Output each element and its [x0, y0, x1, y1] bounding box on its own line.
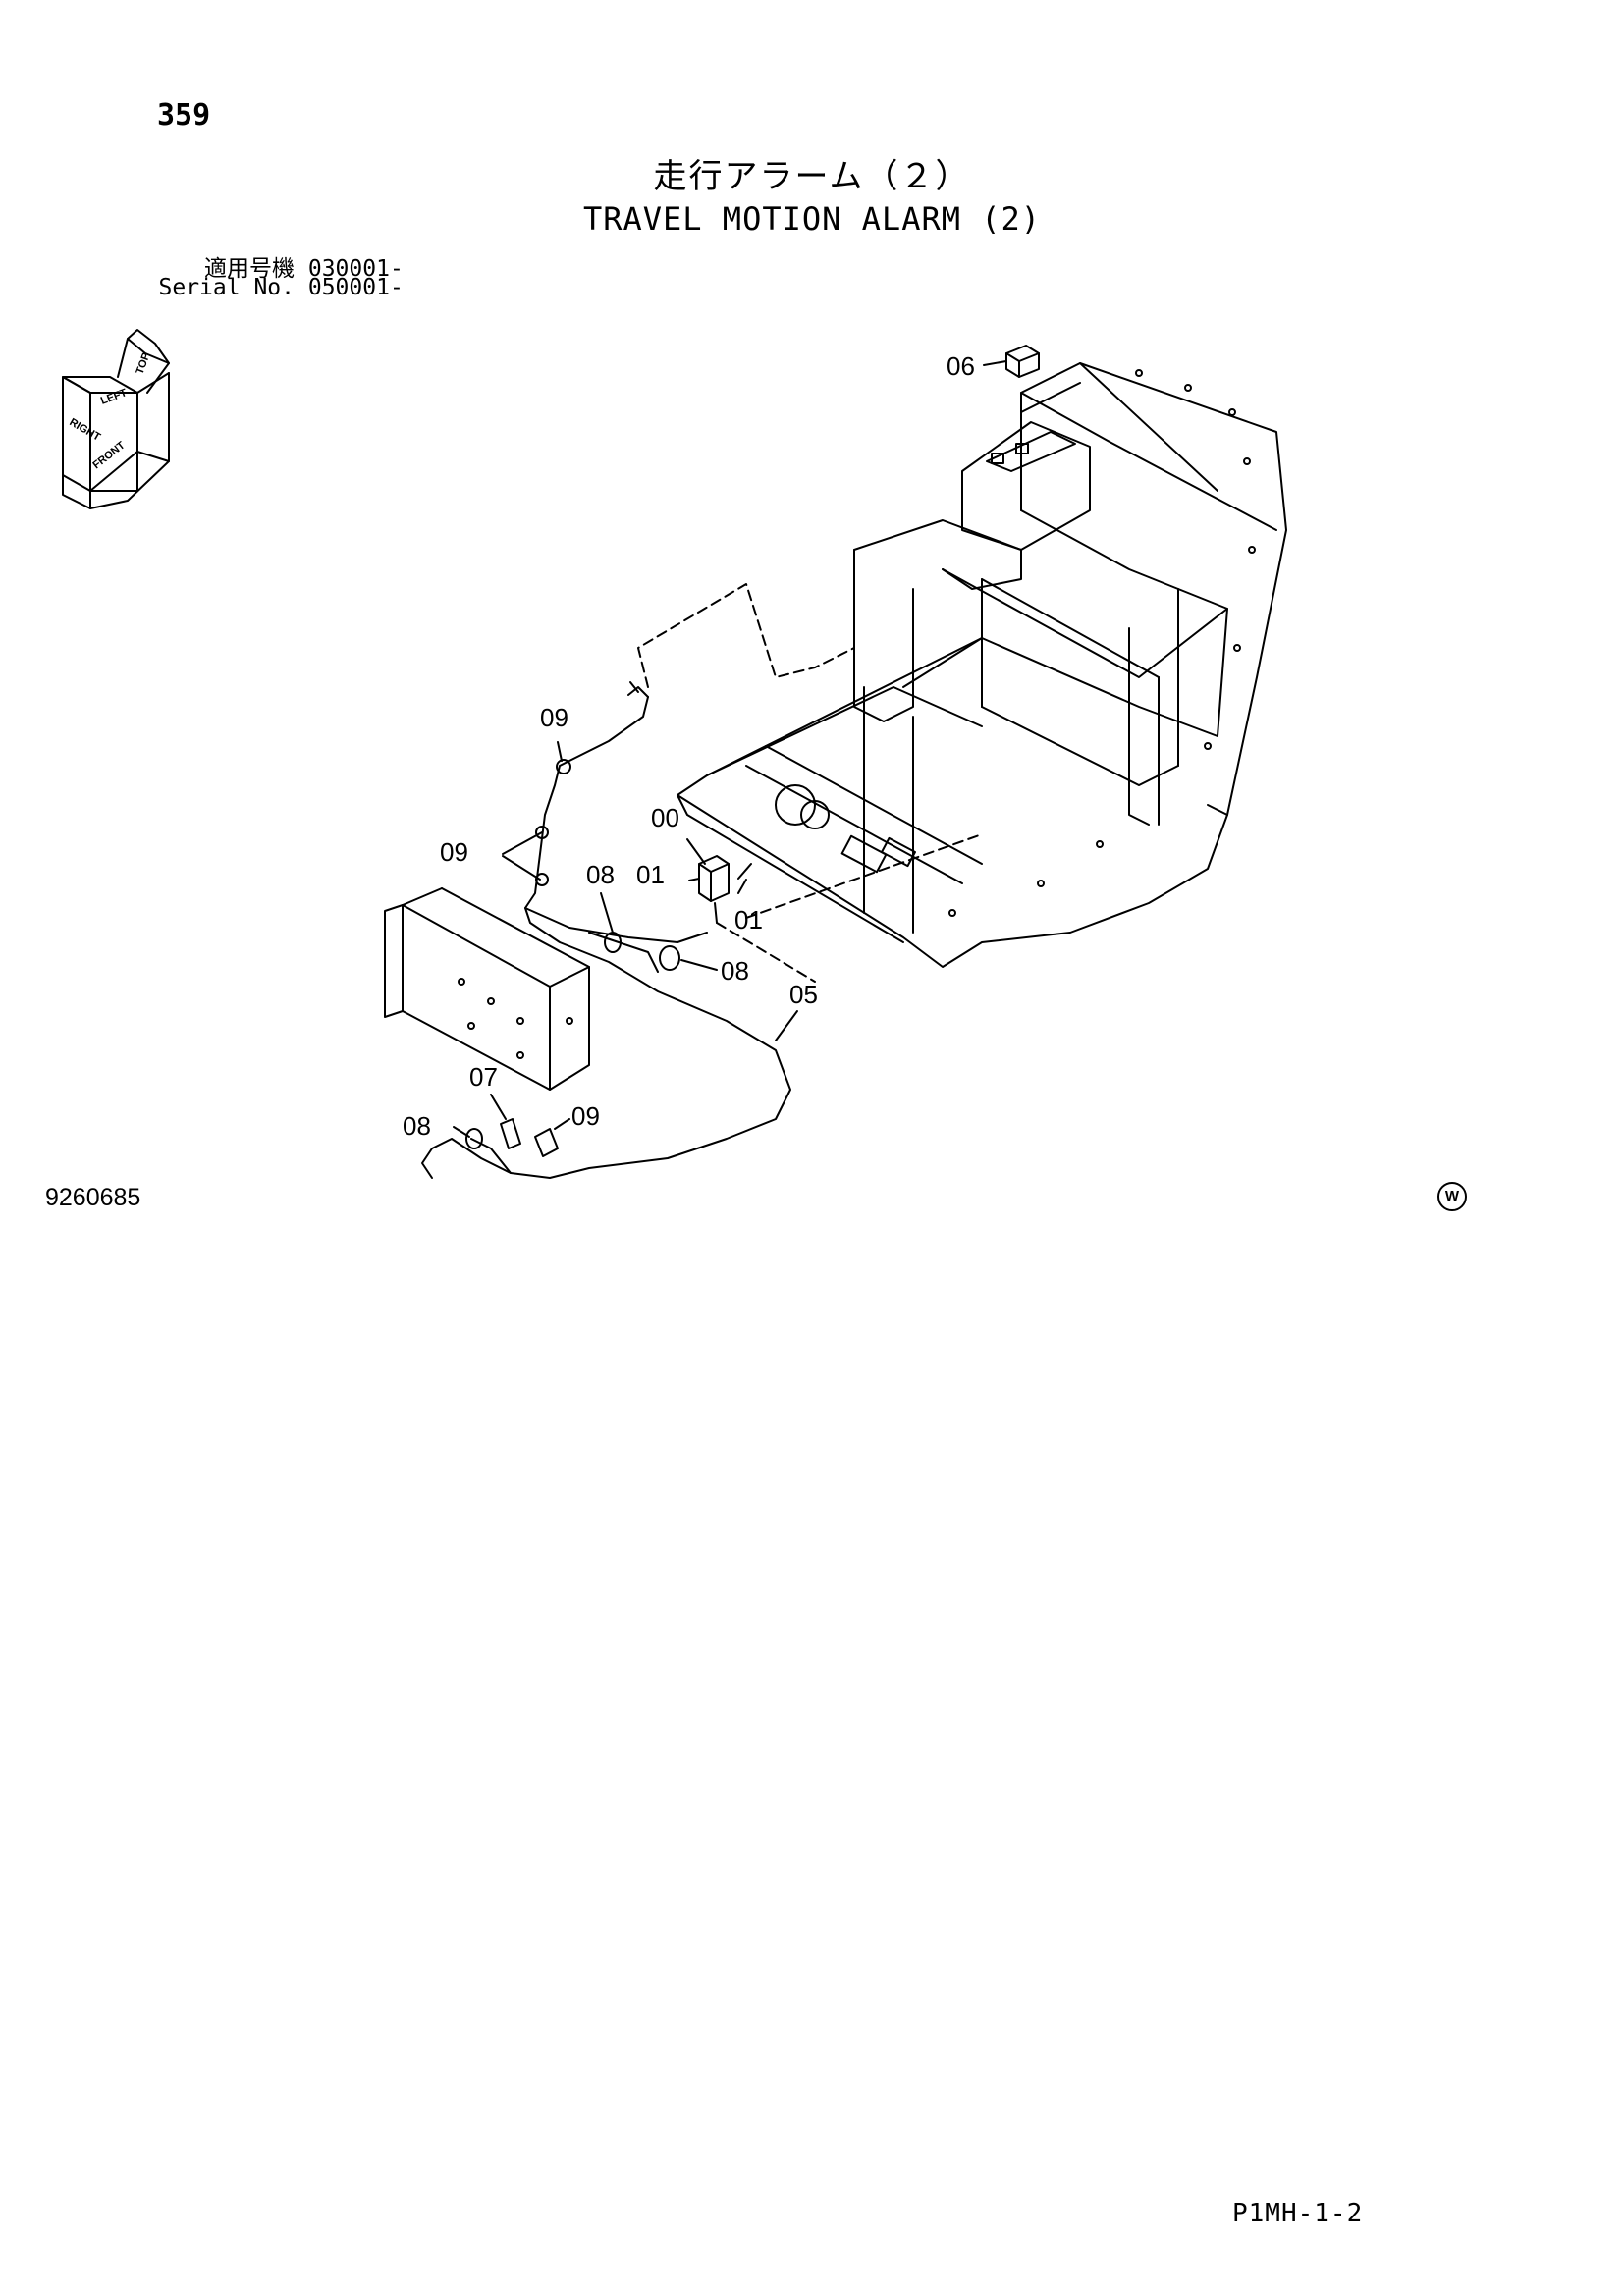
orientation-label-right: RIGHT [68, 416, 103, 444]
callout-01-right: 01 [734, 905, 763, 934]
callout-00: 00 [651, 803, 679, 832]
callout-01-left: 01 [636, 860, 665, 889]
reference-dashed-lines [637, 583, 983, 983]
cover-panel-drawing [384, 887, 590, 1091]
callout-09-upper: 09 [540, 703, 568, 732]
serial-label-jp: 適用号機 [204, 256, 295, 282]
serial-applicability-jp: 適用号機 030001- [147, 249, 404, 283]
callout-07: 07 [469, 1062, 498, 1092]
page-number: 359 [157, 98, 211, 133]
drawing-number: 9260685 [45, 1184, 141, 1211]
page-title-english: TRAVEL MOTION ALARM (2) [582, 200, 1042, 238]
orientation-label-top: TOP [135, 351, 153, 376]
serial-label-en: Serial No. [158, 275, 295, 300]
callout-08-lower: 08 [403, 1111, 431, 1141]
wiring-harness-drawing [421, 681, 791, 1179]
callout-06: 06 [947, 351, 975, 381]
orientation-label-left: LEFT [99, 387, 129, 407]
callout-08-middle: 08 [721, 956, 749, 986]
page-code: P1MH-1-2 [1232, 2199, 1364, 2228]
serial-applicability-en: Serial No. 050001- [147, 275, 404, 300]
orientation-cube-icon: LEFT TOP RIGHT FRONT [62, 329, 170, 509]
serial-value-jp: 030001- [307, 256, 404, 282]
callout-09-middle: 09 [440, 837, 468, 867]
callout-08-upper: 08 [586, 860, 615, 889]
page-title-japanese: 走行アラーム（２） [653, 157, 971, 196]
callout-05: 05 [789, 980, 818, 1009]
serial-value-en: 050001- [307, 275, 404, 300]
upper-frame-drawing [677, 362, 1287, 968]
orientation-label-front: FRONT [90, 439, 127, 471]
part-06-drawing [1005, 345, 1040, 378]
circled-w-mark: W [1437, 1182, 1467, 1211]
callout-09-lower: 09 [571, 1101, 600, 1131]
alarm-unit-drawing [698, 855, 752, 924]
callout-leaders [453, 360, 1007, 1138]
